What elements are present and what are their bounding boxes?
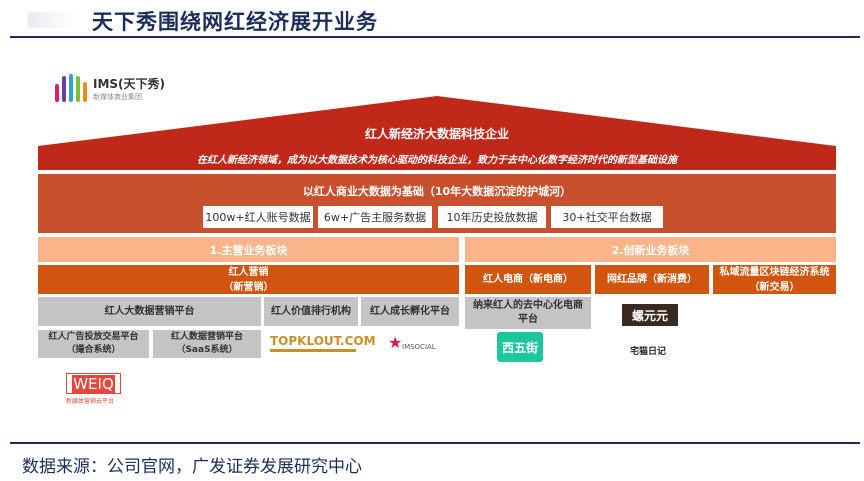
logo-name: IMS(天下秀) (93, 76, 166, 91)
data-box: 10年历史投放数据 (438, 206, 546, 228)
data-box: 6w+广告主服务数据 (318, 206, 432, 228)
xiwujie-logo: 西五街 (497, 332, 543, 362)
category-brand: 网红品牌（新消费） (595, 265, 709, 294)
section-innovation: 2.创新业务板块 (465, 237, 836, 262)
zhaimao-logo: 宅猫日记 (630, 347, 667, 357)
weiq-sub: 新媒体营销云平台 (66, 398, 115, 405)
roof-shape (38, 96, 836, 170)
logo-sub: 新媒体商业集团 (93, 92, 142, 101)
label: 红人营销 (228, 266, 269, 278)
label: （新营销） (223, 281, 274, 293)
foundation-title: 以红人商业大数据为基础（10年大数据沉淀的护城河） (302, 185, 572, 198)
imsocial-logo: IMSOCIAL (402, 343, 436, 351)
category-blockchain: 私域流量区块链经济系统（新交易） (713, 265, 836, 294)
star-icon: ★ (388, 333, 403, 352)
platform-incubation: 红人成长孵化平台 (361, 297, 459, 326)
source-note: 数据来源：公司官网，广发证券发展研究中心 (22, 457, 362, 477)
weiq-logo: WEIQ (66, 373, 121, 394)
weiq-text: WEIQ (72, 374, 115, 393)
category-ecommerce: 红人电商（新电商） (465, 265, 591, 294)
category-marketing: 红人营销 （新营销） (38, 265, 459, 294)
foundation-band (38, 174, 836, 233)
data-box: 100w+红人账号数据 (203, 206, 313, 228)
topklout-bar (270, 349, 356, 352)
roof-subtitle: 在红人新经济领域，成为以大数据技术为核心驱动的科技企业，致力于去中心化数字经济时… (197, 155, 677, 166)
platform-bigdata: 红人大数据营销平台 (38, 297, 261, 326)
platform-ranking: 红人价值排行机构 (264, 297, 358, 326)
luoyuanyuan-logo: 螺元元 (622, 304, 678, 326)
platform-ad-trade: 红人广告投放交易平台 （撮合系统） (38, 330, 149, 358)
section-main: 1.主营业务板块 (38, 237, 459, 262)
label: （撮合系统） (66, 345, 121, 355)
divider (10, 36, 860, 38)
page-title: 天下秀围绕网红经济展开业务 (92, 10, 378, 34)
label: 红人数据营销平台 (170, 332, 243, 343)
data-box: 30+社交平台数据 (551, 206, 663, 228)
ims-logo: IMS(天下秀) 新媒体商业集团 (55, 74, 165, 102)
platform-saas: 红人数据营销平台 （SaaS系统） (153, 330, 261, 358)
platform-decentral: 纳来红人的去中心化电商平台 (465, 297, 591, 329)
label: 红人广告投放交易平台 (48, 332, 139, 343)
title-decoration (28, 12, 78, 28)
roof-title: 红人新经济大数据科技企业 (364, 127, 509, 141)
topklout-logo: TOPKLOUT.COM (270, 334, 376, 348)
divider (10, 442, 860, 444)
label: （SaaS系统） (176, 345, 238, 355)
